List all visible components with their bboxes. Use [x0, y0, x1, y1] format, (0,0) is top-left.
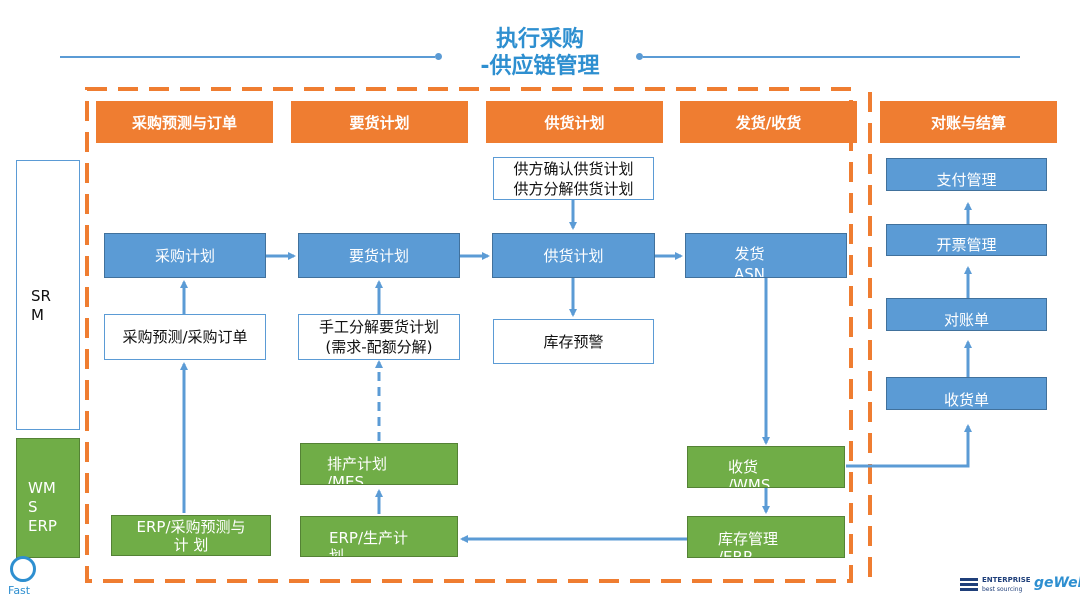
title-rule-left — [60, 56, 435, 58]
page-title: 执行采购 -供应链管理 — [440, 26, 640, 80]
supply-plan-box[interactable]: 供货计划 — [492, 233, 655, 278]
invoice-box[interactable]: 开票管理 — [886, 224, 1047, 256]
purchase-plan-box[interactable]: 采购计划 — [104, 233, 266, 278]
header-settlement: 对账与结算 — [880, 101, 1057, 143]
inventory-erp-box[interactable]: 库存管理 /ERP — [687, 516, 845, 558]
title-line-2: -供应链管理 — [480, 54, 600, 79]
manual-split-box[interactable]: 手工分解要货计划 (需求-配额分解) — [298, 314, 460, 360]
srm-panel: SR M — [16, 160, 80, 430]
demand-plan-box[interactable]: 要货计划 — [298, 233, 460, 278]
title-rule-right — [643, 56, 1020, 58]
payment-box[interactable]: 支付管理 — [886, 158, 1047, 191]
enterprise-logo-mark — [960, 578, 978, 592]
execution-frame — [85, 87, 853, 583]
inventory-erp-label: 库存管理 /ERP — [718, 530, 779, 558]
reconcile-box[interactable]: 对账单 — [886, 298, 1047, 331]
erp-production-box[interactable]: ERP/生产计 划 — [300, 516, 458, 557]
arrow-receive-to-receipt — [846, 424, 972, 468]
header-demand-plan: 要货计划 — [291, 101, 468, 143]
fast-logo: Fast — [6, 556, 42, 602]
geweb-logo: geWeb — [1034, 575, 1080, 591]
header-supply-plan: 供货计划 — [486, 101, 663, 143]
schedule-mes-label: 排产计划 /MES — [327, 455, 388, 485]
stock-alert-box[interactable]: 库存预警 — [493, 319, 654, 364]
title-rule-right-dot — [636, 53, 643, 60]
srm-label: SR M — [31, 287, 51, 324]
receive-wms-label: 收货 /WMS — [728, 458, 771, 488]
ship-asn-box[interactable]: 发货 ASN — [685, 233, 847, 278]
ship-asn-label: 发货 ASN — [734, 245, 766, 278]
enterprise-logo-sub: best sourcing — [982, 586, 1023, 593]
erp-forecast-label: ERP/采购预测与 计 划 — [136, 518, 246, 554]
receipt-doc-box[interactable]: 收货单 — [886, 377, 1047, 410]
wms-erp-label: WM S ERP — [28, 479, 57, 535]
fast-logo-icon — [10, 556, 36, 582]
enterprise-logo-text: ENTERPRISE — [982, 576, 1031, 584]
supplier-confirm-box[interactable]: 供方确认供货计划 供方分解供货计划 — [493, 157, 654, 200]
erp-production-label: ERP/生产计 划 — [329, 529, 408, 557]
title-line-1: 执行采购 — [495, 27, 584, 52]
schedule-mes-box[interactable]: 排产计划 /MES — [300, 443, 458, 485]
receive-wms-box[interactable]: 收货 /WMS — [687, 446, 845, 488]
title-rule-left-dot — [435, 53, 442, 60]
erp-forecast-box[interactable]: ERP/采购预测与 计 划 — [111, 515, 271, 556]
forecast-order-box[interactable]: 采购预测/采购订单 — [104, 314, 266, 360]
wms-erp-panel: WM S ERP — [16, 438, 80, 558]
header-forecast-order: 采购预测与订单 — [96, 101, 273, 143]
enterprise-logo: ENTERPRISE best sourcing — [960, 576, 1036, 600]
fast-logo-text: Fast — [8, 584, 31, 597]
header-ship-receive: 发货/收货 — [680, 101, 857, 143]
